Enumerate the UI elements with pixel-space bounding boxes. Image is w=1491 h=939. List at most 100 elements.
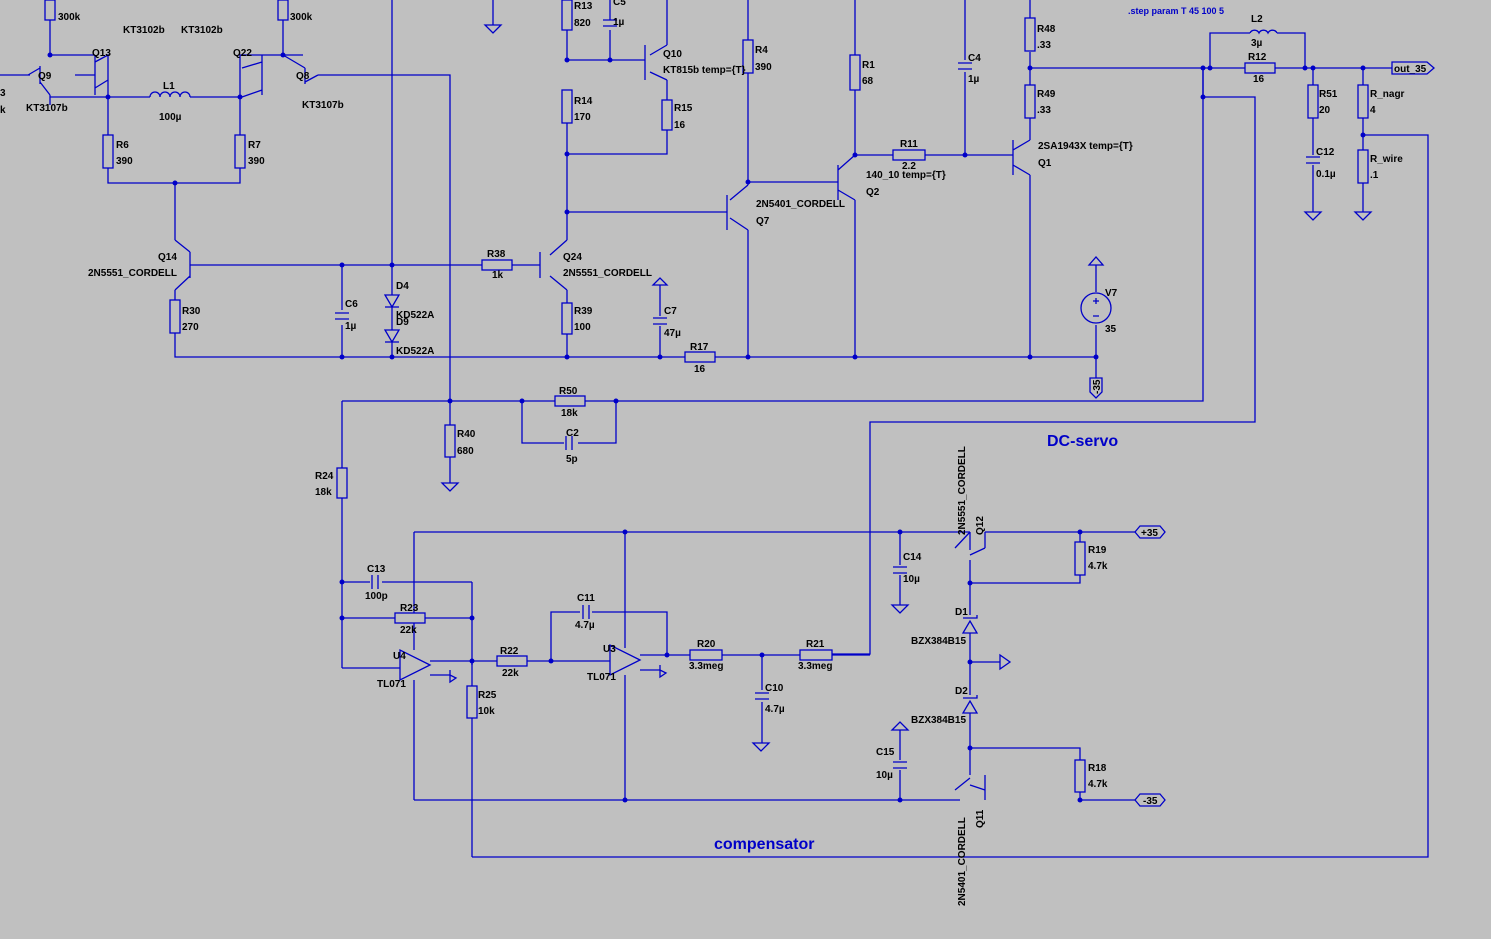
q22-model: KT3102b (181, 25, 223, 36)
r15-ref: R15 (674, 103, 693, 114)
c14-value: 10µ (903, 574, 920, 585)
r-wire-value: .1 (1370, 170, 1379, 181)
r14-ref: R14 (574, 96, 593, 107)
diode-symbols (383, 294, 979, 714)
c13-value: 100p (365, 591, 388, 602)
r-wire-ref: R_wire (1370, 154, 1403, 165)
capacitor-symbols (335, 19, 1320, 769)
q14-model: 2N5551_CORDELL (88, 268, 177, 279)
r12-ref: R12 (1248, 52, 1267, 63)
r22-ref: R22 (500, 646, 519, 657)
r48-ref: R48 (1037, 24, 1056, 35)
r25-value: 10k (478, 706, 495, 717)
r20-value: 3.3meg (689, 661, 723, 672)
r38-ref: R38 (487, 249, 506, 260)
net-flags (1089, 61, 1435, 807)
d2-ref: D2 (955, 686, 968, 697)
compensator-annotation: compensator (714, 836, 814, 853)
d1-ref: D1 (955, 607, 968, 618)
r40-value: 680 (457, 446, 474, 457)
r7-value: 390 (248, 156, 265, 167)
q8-ref: Q8 (296, 71, 310, 82)
r15-value: 16 (674, 120, 686, 131)
r51-value: 20 (1319, 105, 1331, 116)
r40-ref: R40 (457, 429, 476, 440)
d4-ref: D4 (396, 281, 409, 292)
inductor-symbols (149, 29, 1278, 98)
q11-ref: Q11 (975, 809, 986, 828)
c4-ref: C4 (968, 53, 981, 64)
q12-model: 2N5551_CORDELL (957, 446, 968, 535)
r22-value: 22k (502, 668, 519, 679)
r1-ref: R1 (862, 60, 875, 71)
r4-ref: R4 (755, 45, 768, 56)
r30-ref: R30 (182, 306, 201, 317)
d9-model: KD522A (396, 346, 434, 357)
q1-ref: Q1 (1038, 158, 1052, 169)
u3-model: TL071 (587, 672, 616, 683)
u4-ref: U4 (393, 651, 406, 662)
r11-ref: R11 (900, 139, 918, 150)
r24-ref: R24 (315, 471, 334, 482)
labels: .step param T 45 100 5 DC-servo compensa… (0, 0, 1427, 906)
left-fragment-b: k (0, 105, 6, 116)
opamp-symbols (399, 643, 668, 684)
q12-ref: Q12 (975, 516, 986, 535)
r39-ref: R39 (574, 306, 593, 317)
vneg-rot-net-label: -35 (1092, 379, 1103, 394)
r1-value: 68 (862, 76, 874, 87)
r30-value: 270 (182, 322, 199, 333)
r19-ref: R19 (1088, 545, 1107, 556)
r49-ref: R49 (1037, 89, 1056, 100)
c2-ref: C2 (566, 428, 579, 439)
r11-value: 2.2 (902, 161, 916, 172)
q2-model: 140_10 temp={T} (866, 170, 946, 181)
r8-value: 300k (290, 12, 313, 23)
q7-ref: Q7 (756, 216, 770, 227)
c15-value: 10µ (876, 770, 893, 781)
q13-model: KT3102b (123, 25, 165, 36)
r6-ref: R6 (116, 140, 129, 151)
r23-ref: R23 (400, 603, 419, 614)
r23-value: 22k (400, 625, 417, 636)
r18-value: 4.7k (1088, 779, 1108, 790)
l1-ref: L1 (163, 81, 175, 92)
q1-model: 2SA1943X temp={T} (1038, 141, 1133, 152)
d2-model: BZX384B15 (911, 715, 966, 726)
r17-ref: R17 (690, 342, 709, 353)
c6-ref: C6 (345, 299, 358, 310)
q14-ref: Q14 (158, 252, 177, 263)
r12-value: 16 (1253, 74, 1265, 85)
r49-value: .33 (1037, 105, 1051, 116)
out-net-label: out_35 (1394, 64, 1427, 75)
resistor-symbols (44, 0, 1369, 793)
r25-ref: R25 (478, 690, 497, 701)
r50-value: 18k (561, 408, 578, 419)
d1-model: BZX384B15 (911, 636, 966, 647)
r51-ref: R51 (1319, 89, 1338, 100)
junction-dots (47, 52, 1366, 803)
r13-value: 820 (574, 18, 591, 29)
r19-value: 4.7k (1088, 561, 1108, 572)
r20-ref: R20 (697, 639, 716, 650)
q11-model: 2N5401_CORDELL (957, 817, 968, 906)
q9-ref: Q9 (38, 71, 52, 82)
c12-ref: C12 (1316, 147, 1335, 158)
u3-ref: U3 (603, 644, 616, 655)
r38-value: 1k (492, 270, 504, 281)
l1-value: 100µ (159, 112, 182, 123)
q22-ref: Q22 (233, 48, 252, 59)
c10-ref: C10 (765, 683, 784, 694)
q24-ref: Q24 (563, 252, 582, 263)
r50-ref: R50 (559, 386, 578, 397)
c4-value: 1µ (968, 74, 980, 85)
r21-value: 3.3meg (798, 661, 832, 672)
ground-symbols (440, 0, 1373, 752)
q10-model: KT815b temp={T} (663, 65, 746, 76)
c14-ref: C14 (903, 552, 922, 563)
c13-ref: C13 (367, 564, 386, 575)
r5-value: 300k (58, 12, 81, 23)
source-symbols (1080, 292, 1112, 324)
left-fragment-a: 3 (0, 88, 6, 99)
